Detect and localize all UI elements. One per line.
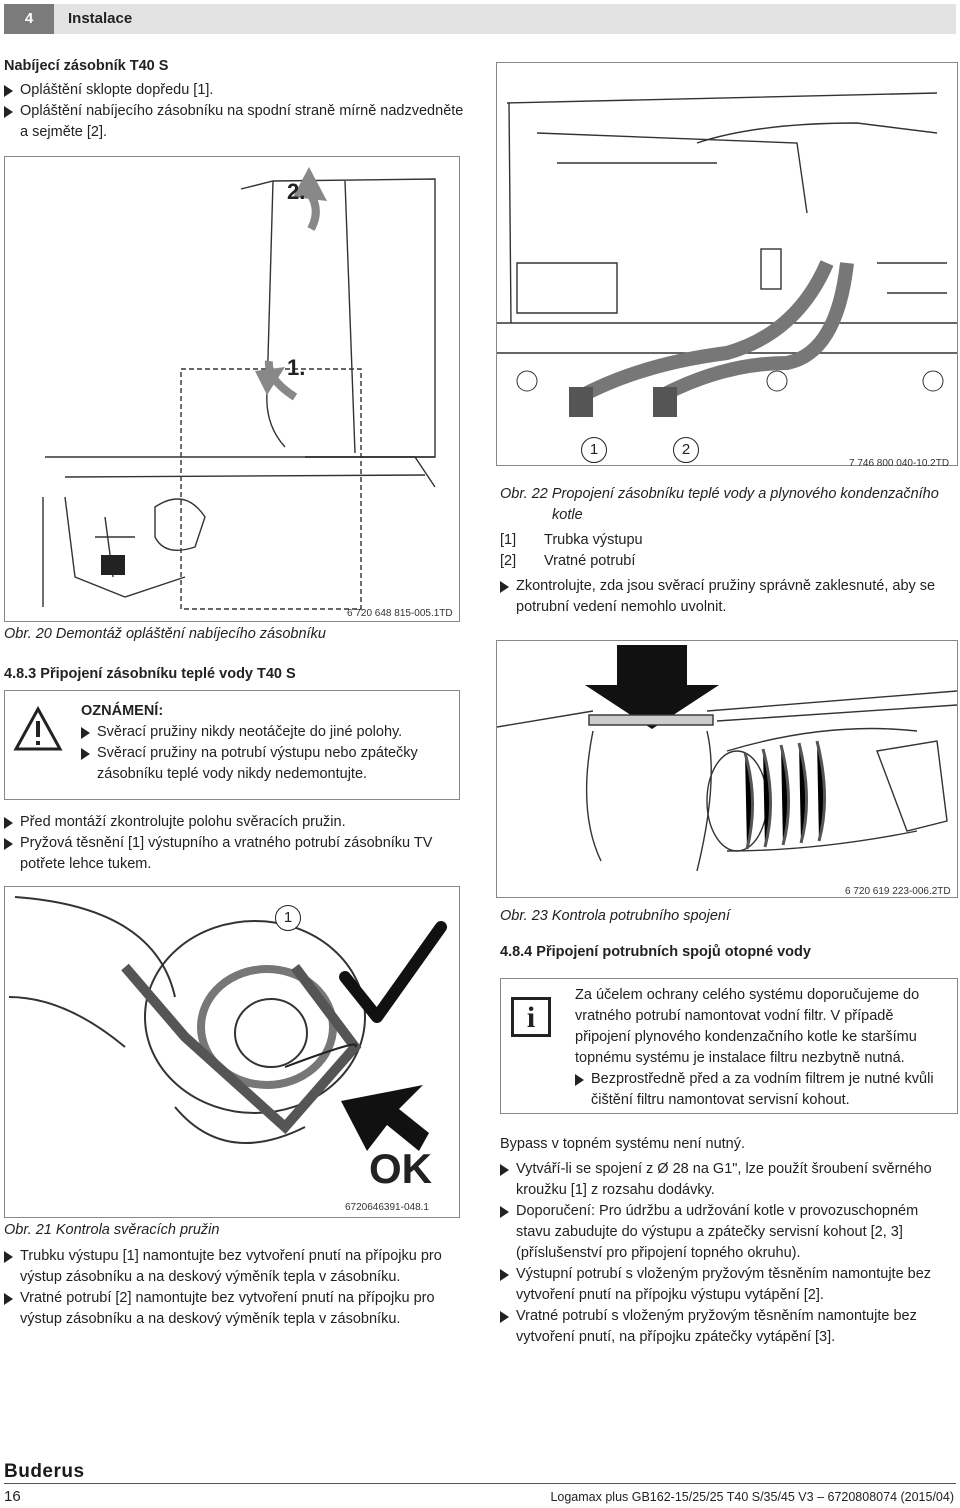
step-item: Opláštění nabíjecího zásobníku na spodní… bbox=[4, 101, 464, 143]
section-tank-title: Nabíjecí zásobník T40 S bbox=[4, 58, 169, 74]
figure-code: 6720646391-048.1 bbox=[345, 1202, 429, 1213]
figure-caption: Obr. 23 Kontrola potrubního spojení bbox=[500, 908, 731, 924]
section-title: 4.8.4 Připojení potrubních spojů otopné … bbox=[500, 944, 811, 960]
figure-caption: Obr. 20 Demontáž opláštění nabíjecího zá… bbox=[4, 626, 326, 642]
figure-22: 1 2 7 746 800 040-10.2TD bbox=[496, 62, 958, 469]
boiler-cover-illustration bbox=[42, 167, 436, 610]
step-item: Doporučení: Pro údržbu a udržování kotle… bbox=[500, 1201, 956, 1264]
legend-item: [2]Vratné potrubí bbox=[500, 553, 636, 569]
bypass-text: Bypass v topném systému není nutný. bbox=[500, 1136, 746, 1152]
step-label-2: 2. bbox=[287, 179, 306, 204]
figure-code: 6 720 648 815-005.1TD bbox=[347, 608, 453, 619]
figure-code: 6 720 619 223-006.2TD bbox=[845, 886, 951, 897]
page-number: 16 bbox=[4, 1488, 21, 1505]
figure-21: 1 OK 6720646391-048.1 bbox=[4, 886, 460, 1218]
notice-box: OZNÁMENÍ: Svěrací pružiny nikdy neotáčej… bbox=[4, 690, 460, 800]
step-item: Vratné potrubí s vloženým pryžovým těsně… bbox=[500, 1306, 956, 1348]
info-step: Bezprostředně před a za vodním filtrem j… bbox=[575, 1069, 947, 1111]
footer-divider bbox=[4, 1483, 956, 1484]
figure-caption: Obr. 22 Propojení zásobníku teplé vody a… bbox=[500, 486, 939, 523]
warning-icon bbox=[13, 705, 63, 751]
marker-1: 1 bbox=[581, 437, 607, 463]
document-id: Logamax plus GB162-15/25/25 T40 S/35/45 … bbox=[550, 1490, 954, 1504]
step-item: Opláštění sklopte dopředu [1]. bbox=[4, 80, 464, 101]
step-item: Před montáží zkontrolujte polohu svěrací… bbox=[4, 812, 458, 833]
section-tank: Nabíjecí zásobník T40 S Opláštění sklopt… bbox=[4, 56, 464, 143]
figure-23: 6 720 619 223-006.2TD bbox=[496, 640, 958, 898]
figure-20: 2. 1. 6 720 648 815-005.1TD bbox=[4, 156, 460, 622]
marker-1: 1 bbox=[275, 905, 301, 931]
step-item: Vratné potrubí [2] namontujte bez vytvoř… bbox=[4, 1288, 458, 1330]
pipe-check-illustration bbox=[496, 645, 958, 872]
figure-code: 7 746 800 040-10.2TD bbox=[849, 458, 950, 469]
step-item: Zkontrolujte, zda jsou svěrací pružiny s… bbox=[500, 576, 950, 618]
legend-item: [1]Trubka výstupu bbox=[500, 532, 643, 548]
chapter-title: Instalace bbox=[68, 10, 133, 27]
step-item: Trubku výstupu [1] namontujte bez vytvoř… bbox=[4, 1246, 458, 1288]
info-icon: i bbox=[511, 997, 551, 1037]
figure-caption: Obr. 21 Kontrola svěracích pružin bbox=[4, 1222, 220, 1238]
step-item: Výstupní potrubí s vloženým pryžovým těs… bbox=[500, 1264, 956, 1306]
chapter-header-bar bbox=[4, 4, 956, 34]
info-text: Za účelem ochrany celého systému doporuč… bbox=[575, 987, 920, 1066]
step-item: Vytváří-li se spojení z Ø 28 na G1", lze… bbox=[500, 1159, 956, 1201]
brand-logo: Buderus bbox=[4, 1461, 85, 1482]
notice-title: OZNÁMENÍ: bbox=[81, 703, 164, 719]
step-item: Pryžová těsnění [1] výstupního a vratnéh… bbox=[4, 833, 458, 875]
step-label-1: 1. bbox=[287, 355, 306, 380]
chapter-number: 4 bbox=[4, 4, 54, 34]
ok-label: OK bbox=[369, 1145, 432, 1192]
pipe-connection-illustration bbox=[497, 92, 957, 417]
notice-item: Svěrací pružiny nikdy neotáčejte do jiné… bbox=[81, 722, 451, 743]
clamp-spring-illustration bbox=[8, 896, 447, 1151]
section-title: 4.8.3 Připojení zásobníku teplé vody T40… bbox=[4, 666, 296, 682]
info-box: i Za účelem ochrany celého systému dopor… bbox=[500, 978, 958, 1114]
notice-item: Svěrací pružiny na potrubí výstupu nebo … bbox=[81, 743, 451, 785]
marker-2: 2 bbox=[673, 437, 699, 463]
